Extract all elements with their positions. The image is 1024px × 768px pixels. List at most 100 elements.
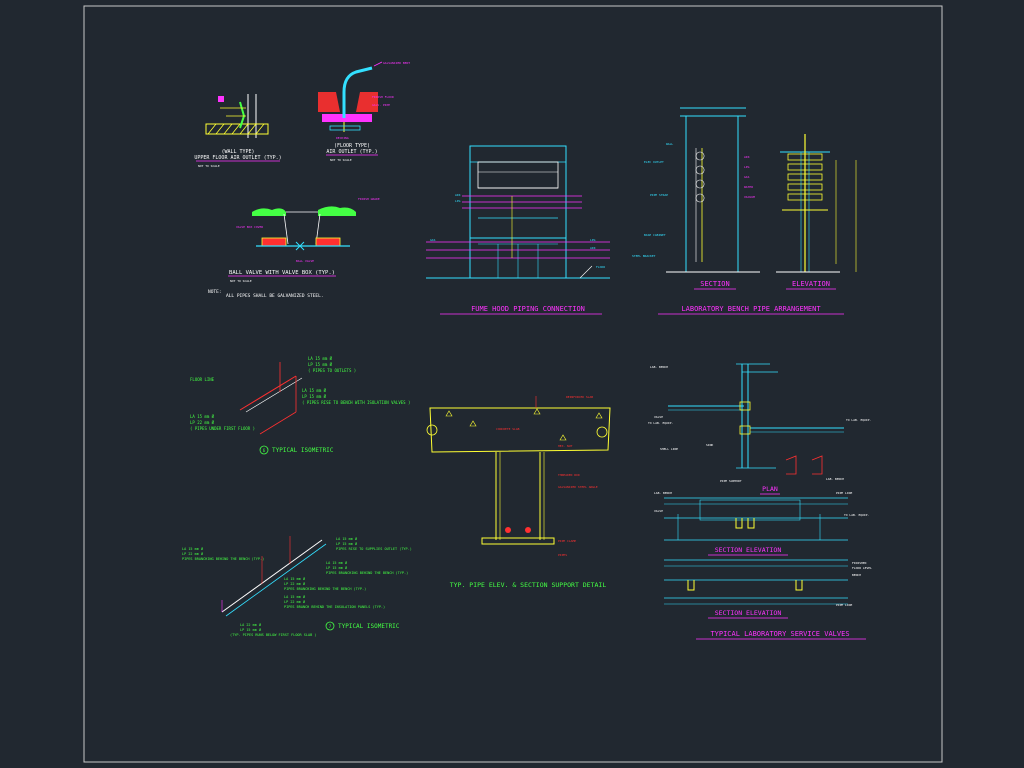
support-label: THREADED ROD [558, 473, 580, 477]
iso1-label: ( PIPES RISE TO BENCH WITH ISOLATION VAL… [302, 400, 410, 405]
iso1-label: LP 22 mm Ø [190, 420, 215, 425]
iso2-label: PIPES BRANCHING BEHIND THE BENCH (TYP.) [182, 557, 264, 561]
valves-label: FLOOR LEVEL [852, 566, 872, 570]
iso1-label: LP 15 mm Ø [302, 394, 327, 399]
support-title: TYP. PIPE ELEV. & SECTION SUPPORT DETAIL [450, 581, 607, 589]
valves-label: PIPE SUPPORT [720, 479, 742, 483]
bench-elevation-label: ELEVATION [792, 280, 830, 288]
valves-section2-label: SECTION ELEVATION [715, 609, 782, 617]
support-label: PIPES [558, 553, 567, 557]
iso2-label: PIPES RISE TO SUPPLIES OUTLET (TYP.) [336, 547, 412, 551]
fume-hood-label: LPG [455, 199, 461, 203]
support-label: CONCRETE SLAB [496, 427, 520, 431]
bench-left-label: WALL [666, 142, 673, 146]
iso1-label: LA 15 mm Ø [190, 414, 215, 419]
iso2-number: 7 [329, 624, 332, 629]
detail-support: REINFORCED SLAB CONCRETE SLAB HEX. NUT T… [426, 395, 611, 589]
support-label: PIPE CLAMP [558, 539, 576, 543]
detail-isometric-6: LA 15 mm Ø LP 15 mm Ø ( PIPES TO OUTLETS… [190, 356, 410, 455]
detail-bench: WALL ELEC OUTLET PIPE STRAP BASE CABINET… [632, 107, 857, 315]
fume-hood-label: AIR [455, 193, 461, 197]
bench-left-label: PIPE STRAP [650, 193, 668, 197]
iso2-label: PIPES BRANCHING BEHIND THE BENCH (TYP.) [284, 587, 366, 591]
fume-hood-label: LPG [590, 238, 596, 242]
valves-label: LAB. BENCH [650, 365, 668, 369]
detail-isometric-7: LA 15 mm Ø LP 22 mm Ø PIPES BRANCHING BE… [182, 536, 412, 637]
valves-label: TO LAB. EQUIP. [648, 421, 673, 425]
ball-valve-label: BALL VALVE [296, 259, 314, 263]
iso2-label: LA 15 mm Ø [336, 536, 358, 541]
iso2-number-bubble [325, 621, 335, 631]
valves-label: TO LAB. EQUIP. [846, 418, 871, 422]
iso2-label: LP 15 mm Ø [326, 565, 348, 570]
iso2-label: (TYP. PIPES RUNS BELOW FIRST FLOOR SLAB … [230, 633, 316, 637]
support-label: REINFORCED SLAB [566, 395, 593, 399]
iso2-label: LP 22 mm Ø [182, 551, 204, 556]
floor-outlet-subtitle: (FLOOR TYPE) [334, 143, 370, 149]
bench-section-label: SECTION [700, 280, 730, 288]
valves-label: SINK [706, 443, 713, 447]
fume-hood-label: FLOOR [596, 265, 605, 269]
ball-valve-note-label: NOTE: [208, 289, 222, 295]
wall-outlet-subtitle: (WALL TYPE) [221, 149, 254, 155]
valves-section1-label: SECTION ELEVATION [715, 546, 782, 554]
floor-outlet-label: DECKING [336, 136, 349, 140]
bench-right-label: AIR [744, 155, 750, 159]
iso2-label: PIPES BRANCH BEHIND THE INSULATION PANEL… [284, 605, 385, 609]
iso1-label: LA 15 mm Ø [308, 356, 333, 361]
valves-label: TO LAB. EQUIP. [844, 513, 869, 517]
valves-label: LAB. BENCH [654, 491, 672, 495]
valves-label: SHELL LINE [660, 447, 678, 451]
valves-label: BENCH [852, 573, 861, 577]
valves-label: PIPE LINE [836, 603, 852, 607]
valves-label: FINISHED [852, 561, 867, 565]
support-label: HEX. NUT [558, 444, 573, 448]
iso1-label: ( PIPES TO OUTLETS ) [308, 368, 356, 373]
detail-floor-outlet: GALVANIZED BENT FINISH FLOOR GALV. PIPE … [318, 61, 410, 162]
valves-label: VALVE [654, 509, 663, 513]
ball-valve-title: BALL VALVE WITH VALVE BOX (TYP.) [229, 270, 335, 276]
iso1-label: FLOOR LINE [190, 377, 215, 382]
wall-outlet-scale: NOT TO SCALE [198, 164, 220, 168]
iso2-label: LP 15 mm Ø [336, 541, 358, 546]
floor-outlet-title: AIR OUTLET (TYP.) [326, 149, 377, 155]
iso2-label: LP 22 mm Ø [284, 599, 306, 604]
iso1-number: 6 [263, 448, 266, 453]
iso2-label: LP 15 mm Ø [240, 627, 262, 632]
drawing-frame [83, 5, 943, 763]
valves-label: VALVE [654, 415, 663, 419]
iso2-label: LA 15 mm Ø [326, 560, 348, 565]
ball-valve-label: FINISH GRADE [358, 197, 380, 201]
iso1-number-bubble [259, 445, 269, 455]
detail-wall-outlet: (WALL TYPE) UPPER FLOOR AIR OUTLET (TYP.… [194, 94, 282, 168]
detail-ball-valve: FINISH GRADE VALVE BOX COVER BALL VALVE … [208, 197, 380, 299]
bench-right-label: GAS [744, 175, 750, 179]
support-label: GALVANIZED STEEL ANGLE [558, 485, 598, 489]
valves-label: LAB. BENCH [826, 477, 844, 481]
iso2-label: LA 15 mm Ø [284, 576, 306, 581]
bench-right-label: LPG [744, 165, 750, 169]
bench-title: LABORATORY BENCH PIPE ARRANGEMENT [681, 305, 821, 313]
bench-right-label: WATER [744, 185, 753, 189]
ball-valve-note: ALL PIPES SHALL BE GALVANIZED STEEL. [226, 293, 324, 299]
detail-service-valves: LAB. BENCH VALVE TO LAB. EQUIP. SINK SHE… [648, 363, 872, 640]
bench-right-label: VACUUM [744, 195, 755, 199]
floor-outlet-scale: NOT TO SCALE [330, 158, 352, 162]
fume-hood-label: AIR [590, 246, 596, 250]
valves-plan-label: PLAN [762, 485, 778, 493]
detail-fume-hood: AIR LPG GAS LPG AIR FLOOR FUME HOOD PIPI… [426, 145, 610, 315]
fume-hood-title: FUME HOOD PIPING CONNECTION [471, 305, 585, 313]
iso2-label: LA 22 mm Ø [240, 622, 262, 627]
iso2-title: TYPICAL ISOMETRIC [338, 623, 400, 630]
bench-left-label: STEEL BRACKET [632, 254, 656, 258]
bench-left-label: BASE CABINET [644, 233, 666, 237]
valves-label: PIPE LINE [836, 491, 852, 495]
valves-title: TYPICAL LABORATORY SERVICE VALVES [710, 630, 849, 638]
wall-outlet-title: UPPER FLOOR AIR OUTLET (TYP.) [194, 155, 281, 161]
bench-left-label: ELEC OUTLET [644, 160, 664, 164]
iso1-title: TYPICAL ISOMETRIC [272, 447, 334, 454]
ball-valve-label: VALVE BOX COVER [236, 225, 263, 229]
iso1-label: LP 15 mm Ø [308, 362, 333, 367]
iso1-label: LA 15 mm Ø [302, 388, 327, 393]
